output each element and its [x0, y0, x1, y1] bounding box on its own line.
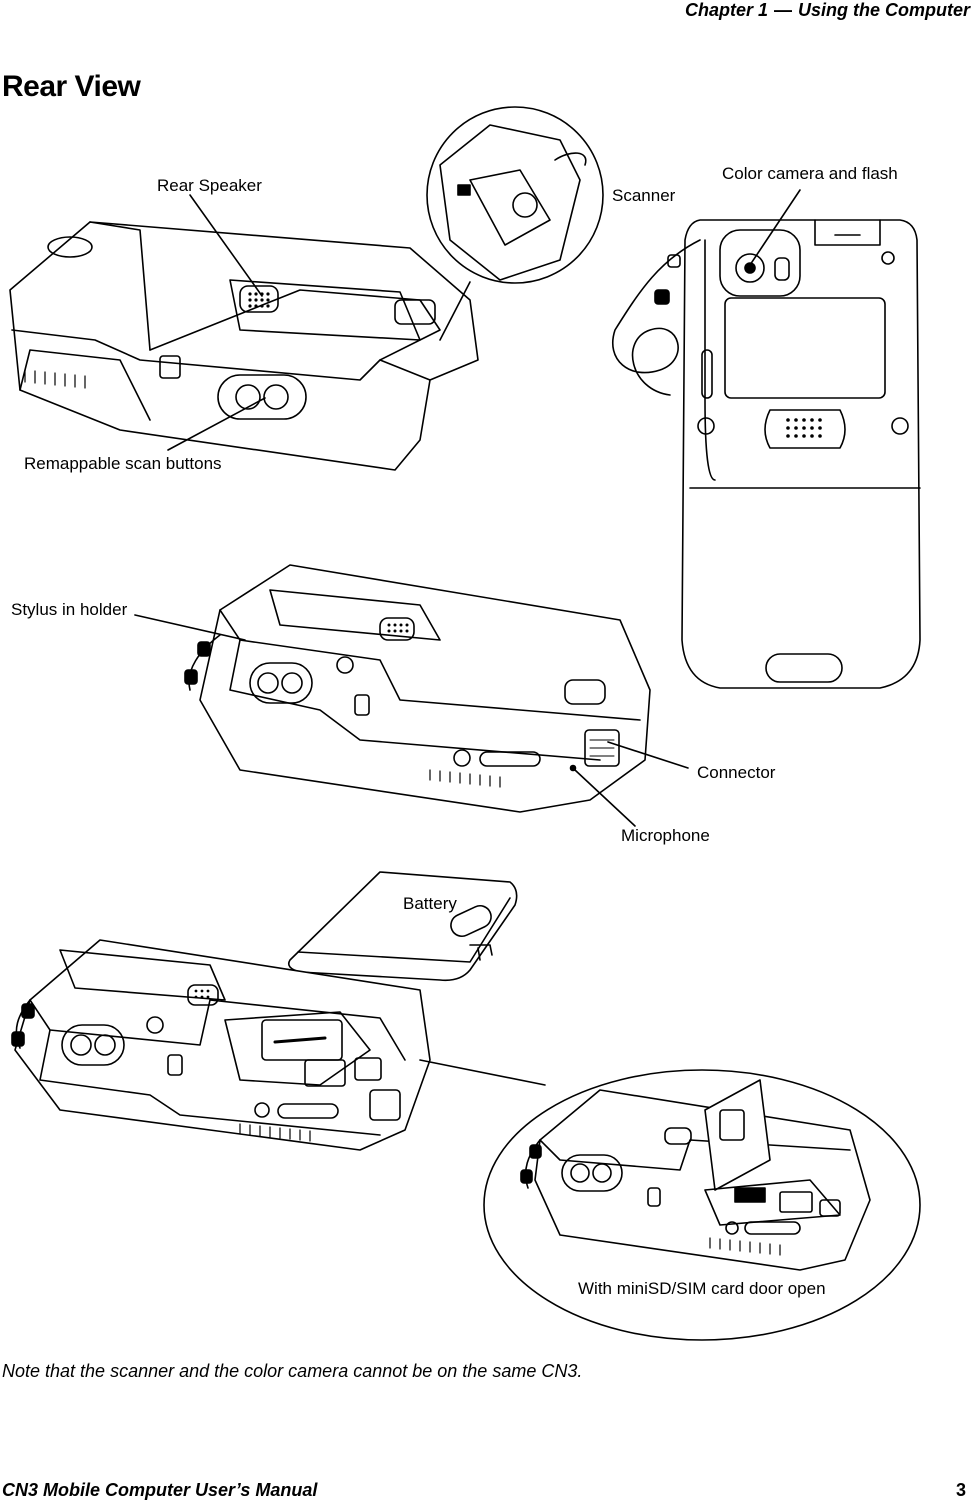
microphone-label: Microphone: [621, 826, 710, 845]
scanner-label: Scanner: [612, 186, 676, 205]
scan-buttons-leader-line: [168, 398, 265, 450]
sim-door-zoom: [484, 1070, 920, 1340]
device-flat-rear: [613, 220, 920, 688]
minisd-sim-door-label: With miniSD/SIM card door open: [578, 1279, 826, 1298]
stylus-in-holder-label: Stylus in holder: [11, 600, 128, 619]
page-note: Note that the scanner and the color came…: [2, 1361, 583, 1381]
footer-manual-title: CN3 Mobile Computer User’s Manual: [2, 1480, 318, 1500]
battery-label: Battery: [403, 894, 457, 913]
microphone-leader-line: [575, 770, 635, 826]
device-battery-removed: [12, 940, 430, 1150]
section-label: Using the Computer: [797, 0, 970, 20]
stylus-leader-line: [135, 615, 245, 640]
sim-door-leader-line: [420, 1060, 545, 1085]
scanner-zoom: [427, 107, 603, 340]
battery-pack: [289, 872, 517, 980]
device-angled-top: [10, 222, 478, 470]
camera-leader-line: [748, 190, 800, 268]
header-separator: —: [773, 0, 792, 20]
footer-page-number: 3: [955, 1480, 966, 1500]
chapter-header: Chapter 1—Using the Computer: [685, 0, 970, 21]
connector-leader-line: [608, 742, 688, 768]
device-angled-middle: [185, 565, 650, 812]
device-illustration: [0, 100, 974, 1350]
rear-speaker-label: Rear Speaker: [157, 176, 262, 195]
remappable-scan-buttons-label: Remappable scan buttons: [24, 454, 222, 473]
rear-speaker-leader-line: [190, 195, 262, 296]
page-title: Rear View: [2, 70, 141, 103]
color-camera-label: Color camera and flash: [722, 164, 898, 183]
connector-label: Connector: [697, 763, 776, 782]
chapter-label: Chapter 1: [684, 0, 768, 20]
